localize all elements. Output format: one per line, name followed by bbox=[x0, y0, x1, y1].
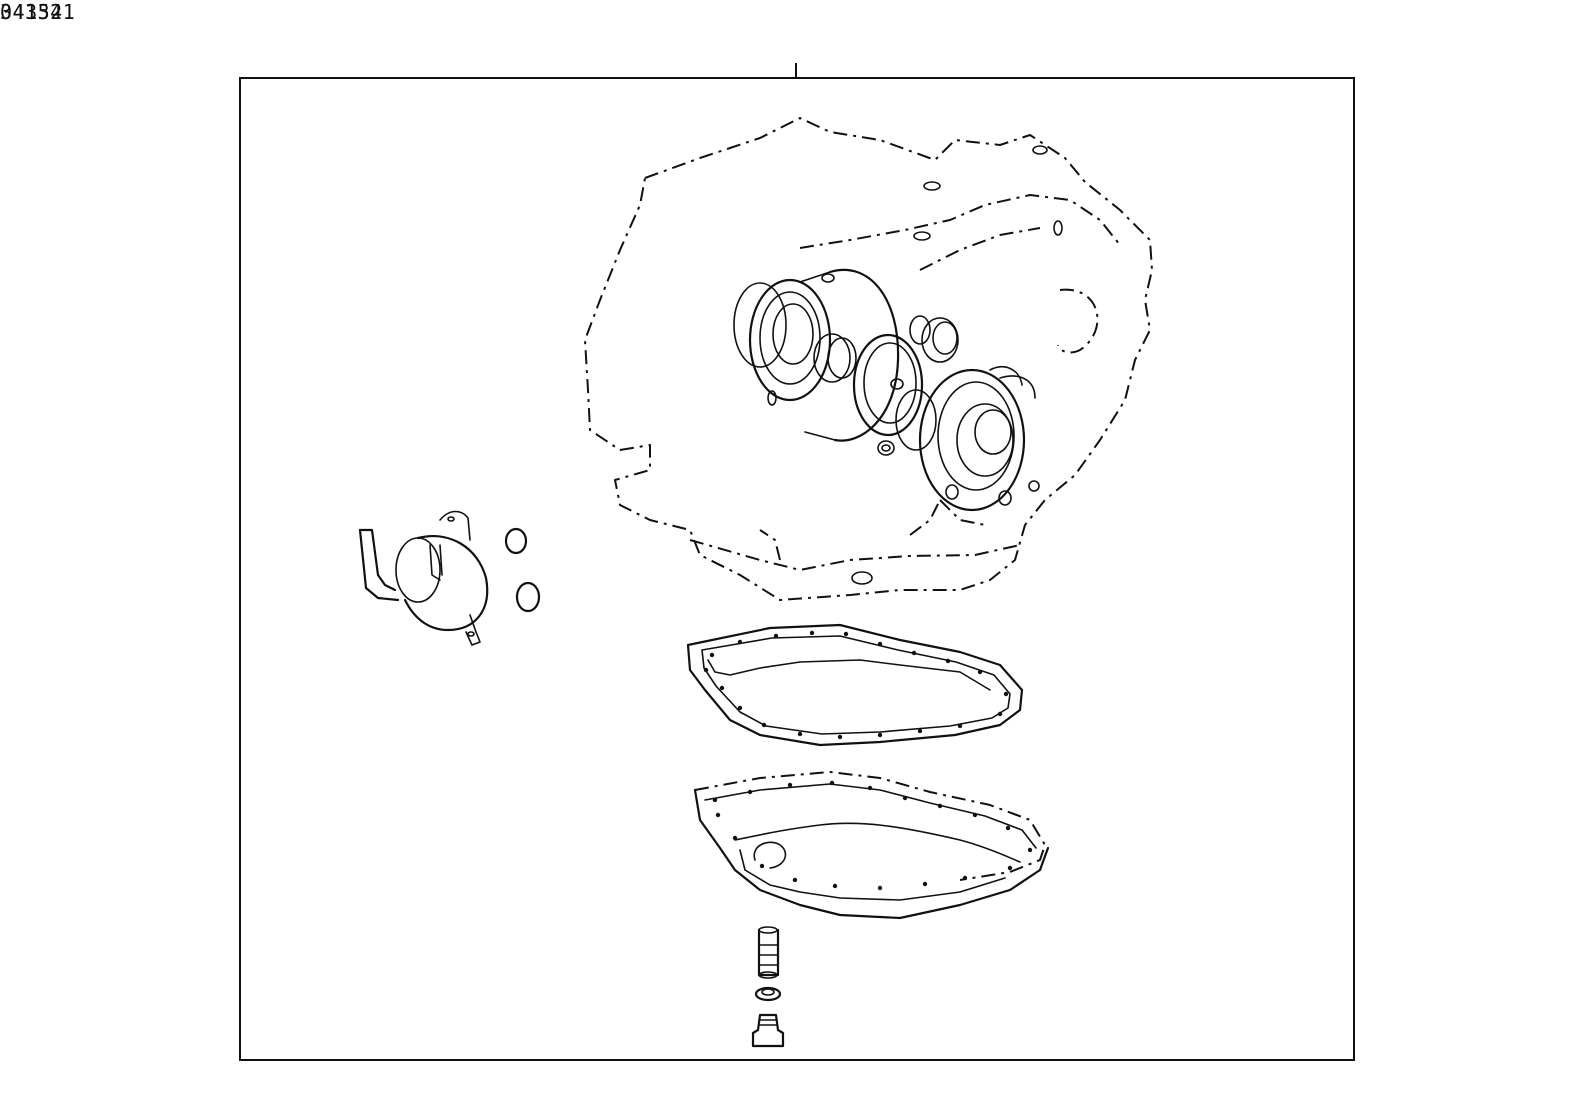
case-bolt-holes bbox=[851, 145, 1063, 585]
part-number-label[interactable]: 04354 bbox=[0, 0, 63, 24]
left-oil-seal-assembly bbox=[733, 268, 900, 442]
transmission-case-outline bbox=[584, 117, 1153, 601]
kit-frame bbox=[239, 77, 1355, 1061]
right-oil-seal-assembly bbox=[895, 366, 1040, 512]
oil-pan-gasket bbox=[686, 623, 1024, 747]
oil-pan bbox=[693, 771, 1050, 920]
diagram-id-label: 341321 bbox=[0, 0, 76, 24]
center-o-rings bbox=[813, 315, 959, 456]
oil-cooler-assembly bbox=[358, 510, 489, 646]
drain-plug-stack bbox=[751, 926, 785, 1048]
cooler-o-rings bbox=[504, 527, 541, 613]
